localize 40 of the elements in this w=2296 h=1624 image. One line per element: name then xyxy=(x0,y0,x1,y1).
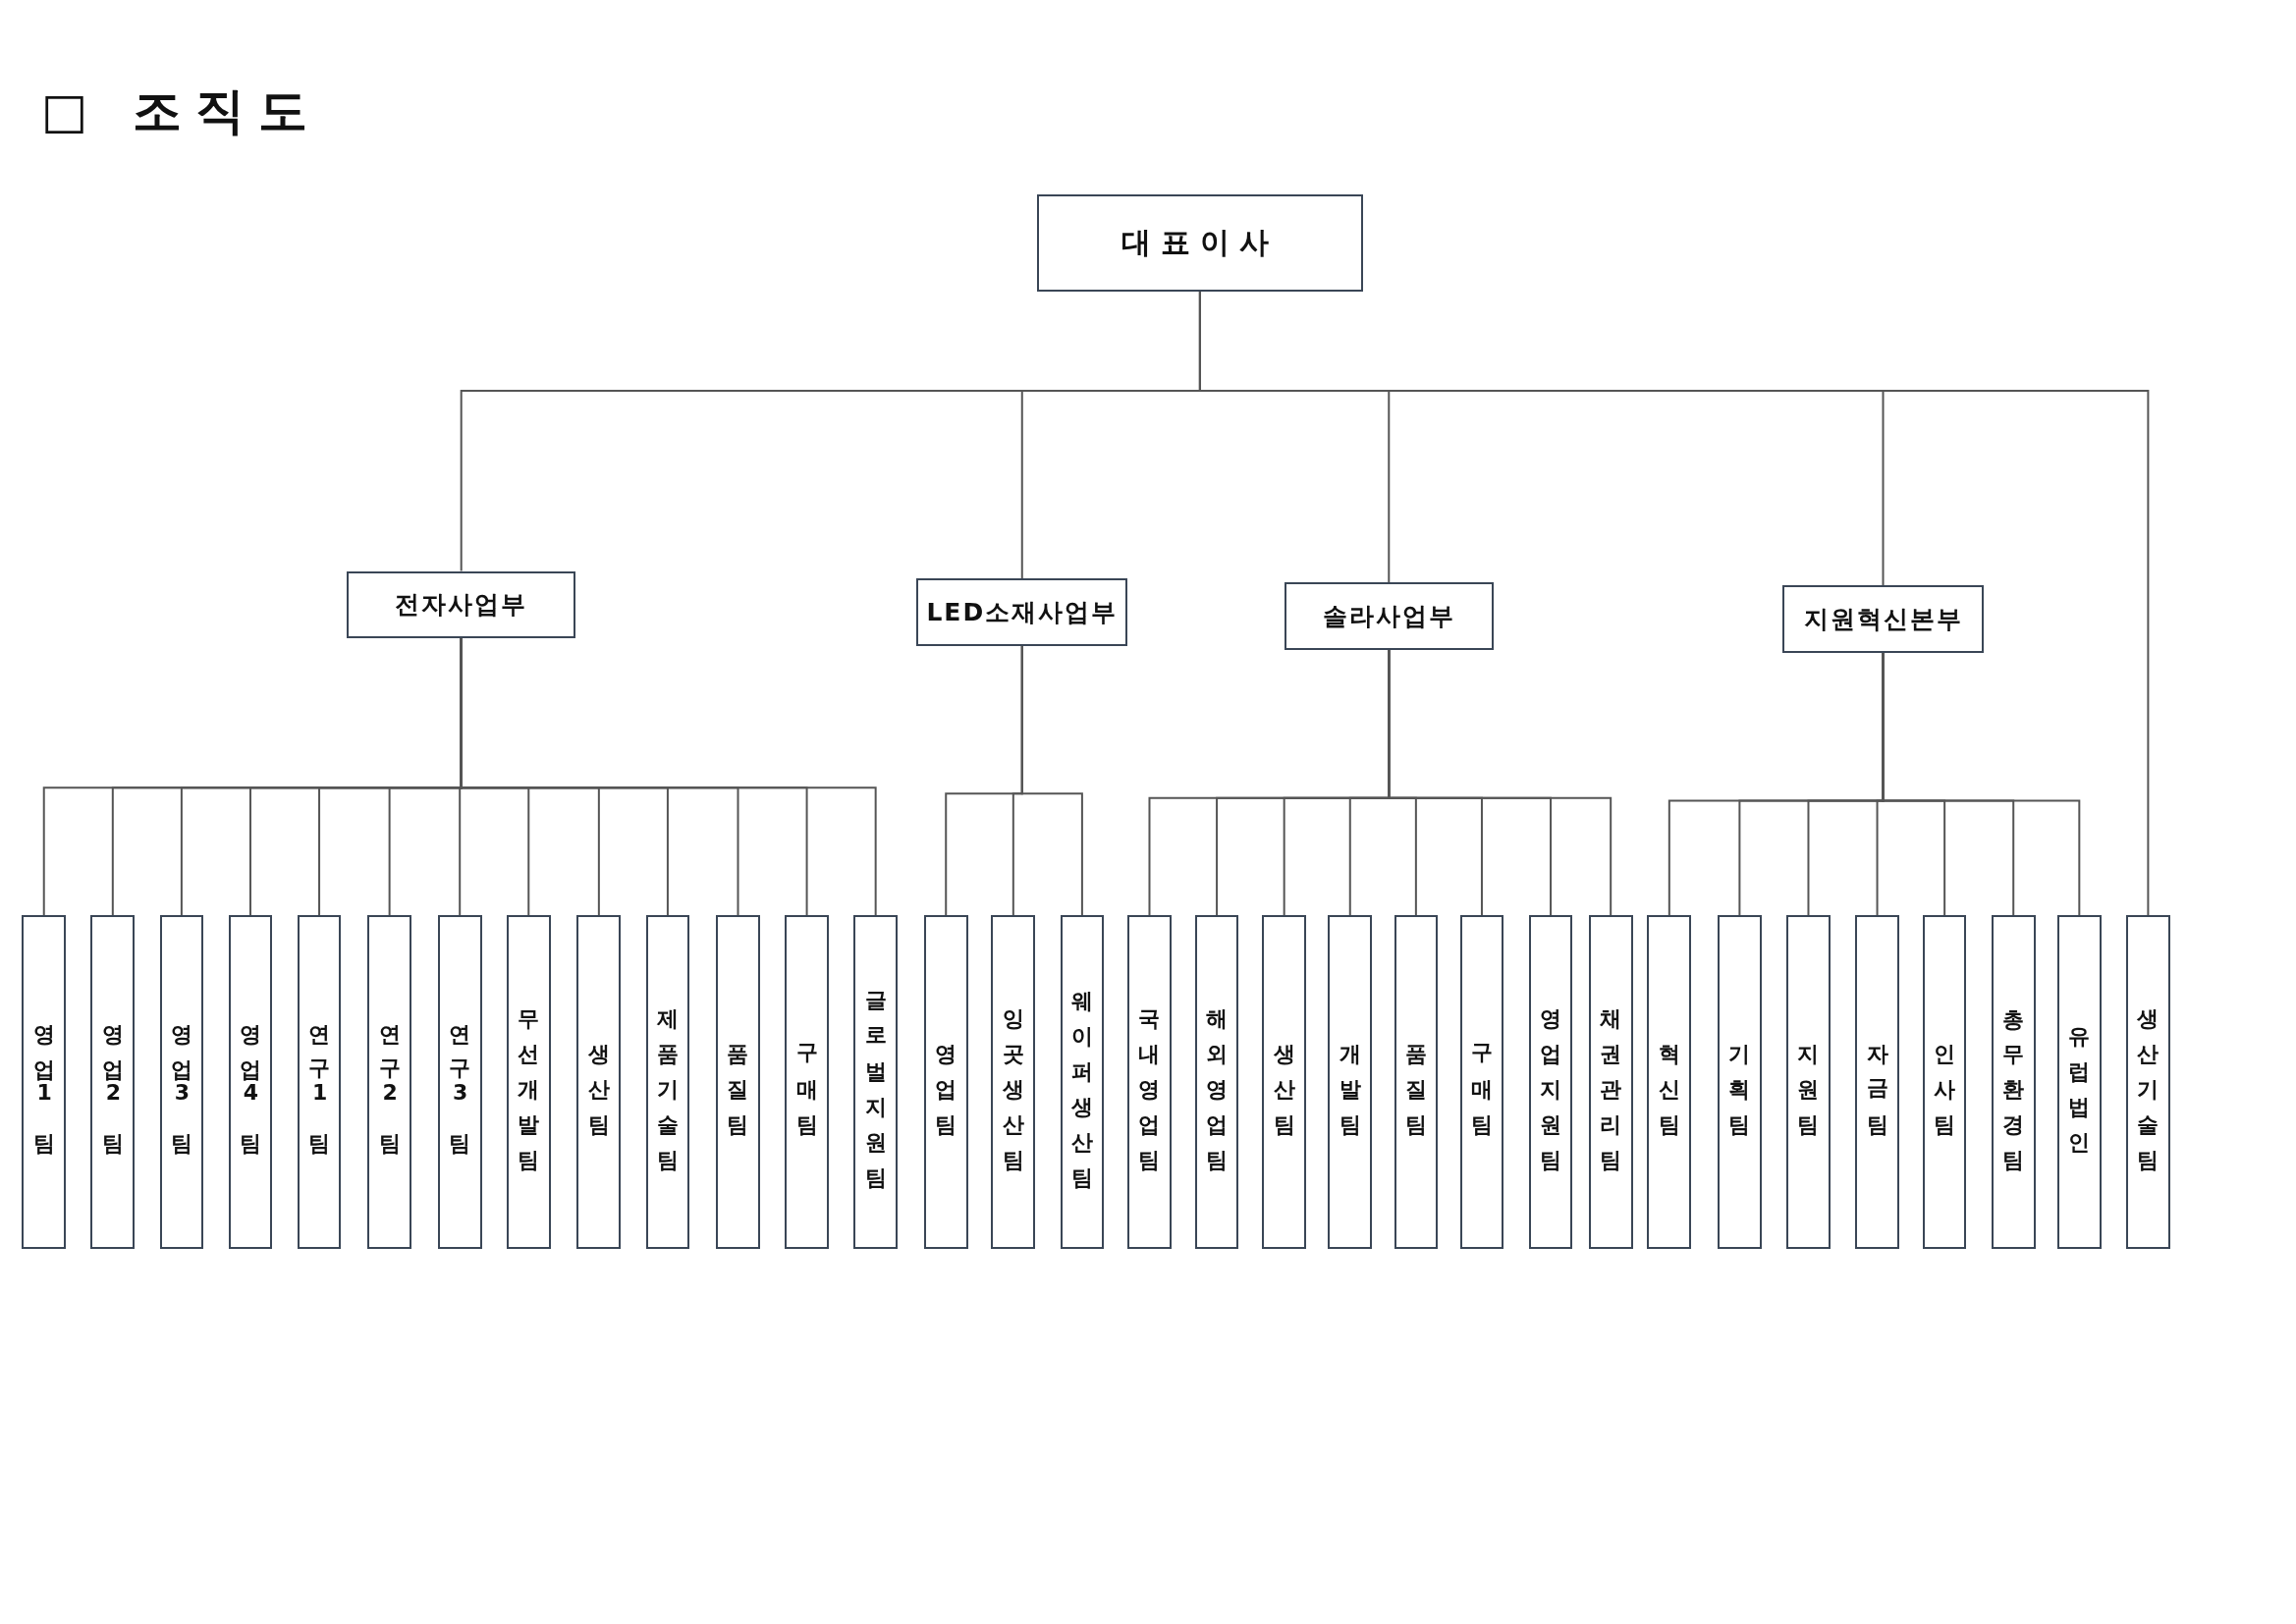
team-box: 기획팀 xyxy=(1718,914,1762,1249)
team-box: 생산팀 xyxy=(1262,914,1306,1249)
team-box: 연구1팀 xyxy=(297,914,342,1249)
team-box: 구매팀 xyxy=(1459,914,1504,1249)
team-box: 해외영업팀 xyxy=(1194,914,1239,1249)
team-box: 생산기술팀 xyxy=(2126,914,2170,1249)
division-box: 솔라사업부 xyxy=(1284,582,1494,650)
team-box: 생산팀 xyxy=(576,914,622,1249)
team-box: 품질팀 xyxy=(716,914,760,1249)
team-box: 영업팀 xyxy=(923,914,968,1249)
team-box: 영업4팀 xyxy=(228,914,273,1249)
team-box: 영업2팀 xyxy=(90,914,136,1249)
team-box: 글로벌지원팀 xyxy=(853,914,898,1249)
team-box: 잉곳생산팀 xyxy=(991,914,1036,1249)
connector-line xyxy=(1020,644,1083,916)
team-box: 무선개발팀 xyxy=(506,914,551,1249)
team-box: 연구2팀 xyxy=(367,914,411,1249)
team-box: 품질팀 xyxy=(1394,914,1439,1249)
team-box: 자금팀 xyxy=(1855,914,1899,1249)
team-box: 웨이퍼생산팀 xyxy=(1060,914,1105,1249)
team-box: 혁신팀 xyxy=(1647,914,1692,1249)
team-box: 총무환경팀 xyxy=(1991,914,2036,1249)
team-box: 국내영업팀 xyxy=(1127,914,1172,1249)
page-title: □ 조직도 xyxy=(41,81,321,141)
team-box: 영업3팀 xyxy=(159,914,204,1249)
team-box: 제품기술팀 xyxy=(645,914,690,1249)
connector-line xyxy=(1198,290,2150,916)
team-box: 인사팀 xyxy=(1922,914,1967,1249)
division-box: 지원혁신본부 xyxy=(1781,585,1985,653)
team-box: 유럽법인 xyxy=(2056,914,2102,1249)
team-box: 영업지원팀 xyxy=(1528,914,1573,1249)
team-box: 구매팀 xyxy=(785,914,829,1249)
team-box: 채권관리팀 xyxy=(1588,914,1633,1249)
team-box: 지원팀 xyxy=(1786,914,1831,1249)
division-box: 전자사업부 xyxy=(347,570,575,639)
executive-box: 대표이사 xyxy=(1036,194,1364,292)
team-box: 영업1팀 xyxy=(22,914,67,1249)
team-box: 연구3팀 xyxy=(437,914,482,1249)
team-box: 개발팀 xyxy=(1328,914,1373,1249)
division-box: LED소재사업부 xyxy=(916,577,1128,646)
